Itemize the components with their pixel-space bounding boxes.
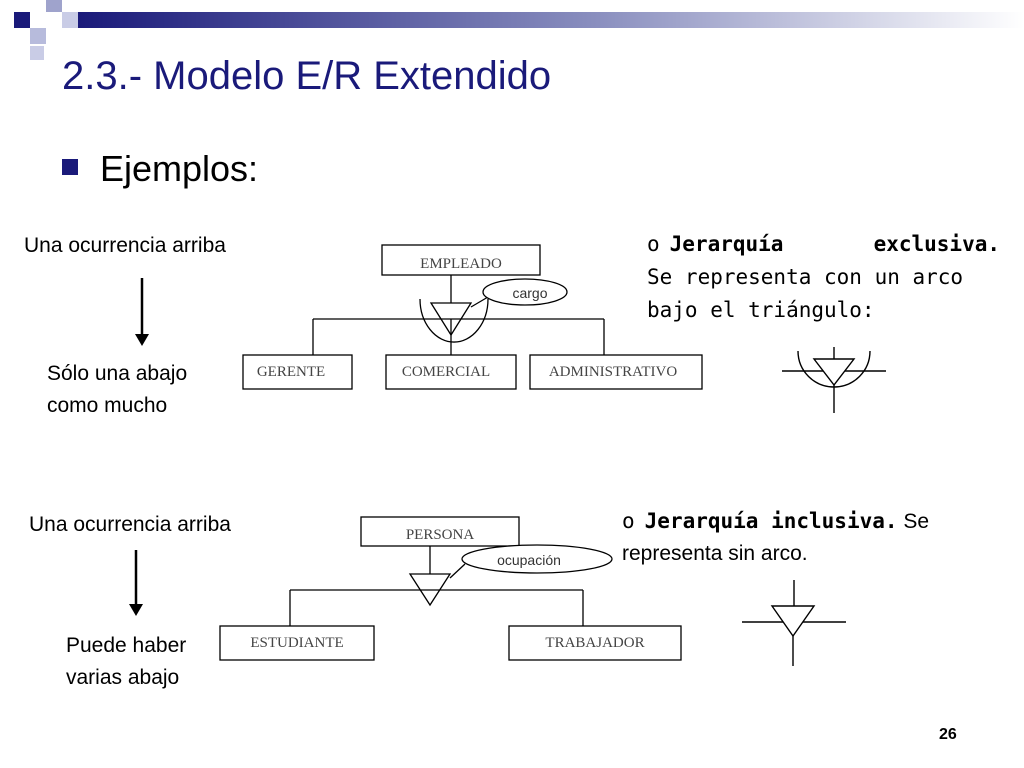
ex1-child-entity [242, 354, 353, 390]
ex1-child-label: COMERCIAL [402, 364, 490, 380]
ex1-top-label: Una ocurrencia arriba [24, 234, 226, 257]
ex2-child-label: ESTUDIANTE [250, 635, 343, 651]
header-square [14, 12, 30, 28]
note-bullet-icon: o [647, 232, 660, 256]
ex1-child-entity [385, 354, 517, 390]
ex2-bottom-line1: Puede haber [66, 634, 187, 657]
ex1-hierarchy-diagram: EMPLEADO cargo GERENTE COMERCIAL ADMINIS… [242, 244, 703, 390]
ex1-note-line3: bajo el triángulo: [647, 298, 875, 322]
header-square [30, 28, 46, 44]
ex2-down-arrow-icon [129, 550, 143, 616]
ex1-exclusive-arc [419, 298, 489, 343]
ex1-note-word: exclusiva. [873, 232, 1000, 256]
ex2-note-bold: Jerarquía inclusiva. [644, 509, 898, 533]
ex2-parent-label: PERSONA [406, 527, 475, 543]
bullet-item: Ejemplos: [62, 148, 258, 190]
ex2-attribute-ellipse [461, 544, 613, 574]
ex1-bottom-line2: como mucho [47, 394, 168, 417]
note-bullet-icon: o [622, 509, 635, 533]
ex1-exclusive-symbol [782, 347, 886, 413]
bullet-text: Ejemplos: [100, 148, 259, 189]
ex2-hierarchy-diagram: PERSONA ocupación ESTUDIANTE TRABAJADOR [219, 516, 682, 661]
ex2-child-entity [219, 625, 375, 661]
ex1-parent-label: EMPLEADO [420, 256, 502, 272]
header-square [30, 46, 44, 60]
header-decoration [14, 0, 1024, 60]
ex1-note-line2: Se representa con un arco [647, 265, 964, 289]
ex2-attribute-label: ocupación [497, 552, 561, 568]
slide-title: 2.3.- Modelo E/R Extendido [62, 54, 552, 98]
ex2-top-label: Una ocurrencia arriba [29, 513, 231, 536]
ex1-note-bold: o Jerarquía exclusiva. [647, 228, 1000, 261]
ex1-child-label: ADMINISTRATIVO [549, 364, 677, 380]
ex2-child-entity [508, 625, 682, 661]
ex1-bottom-label: Sólo una abajo como mucho [47, 358, 187, 422]
ex1-child-entity [529, 354, 703, 390]
ex1-note: o Jerarquía exclusiva. Se representa con u… [647, 228, 1000, 327]
ex2-child-label: TRABAJADOR [545, 635, 644, 651]
ex1-note-line1: o Jerarquía exclusiva. [647, 228, 1000, 261]
header-bar [78, 12, 1024, 28]
ex2-note-rest: Se [897, 510, 930, 533]
ex1-note-word: Jerarquía [669, 232, 784, 256]
ex2-parent-entity [360, 516, 520, 547]
header-square [62, 12, 78, 28]
ex1-child-label: GERENTE [257, 364, 325, 380]
ex2-note-line1: o Jerarquía inclusiva. Se [622, 505, 929, 538]
ex2-bottom-label: Puede haber varias abajo [66, 630, 186, 694]
ex2-bottom-line2: varias abajo [66, 666, 180, 689]
page-number: 26 [939, 726, 957, 743]
ex1-down-arrow-icon [135, 278, 149, 346]
ex1-bottom-line1: Sólo una abajo [47, 362, 188, 385]
ex1-attribute-ellipse [482, 278, 568, 306]
ex1-parent-entity [381, 244, 541, 276]
ex1-attribute-label: cargo [512, 285, 547, 301]
bullet-square-icon [62, 159, 78, 176]
ex2-note: o Jerarquía inclusiva. Se representa sin … [622, 505, 929, 570]
ex2-inclusive-symbol [742, 580, 846, 666]
ex2-note-line2: representa sin arco. [622, 542, 808, 565]
header-square [46, 0, 62, 12]
